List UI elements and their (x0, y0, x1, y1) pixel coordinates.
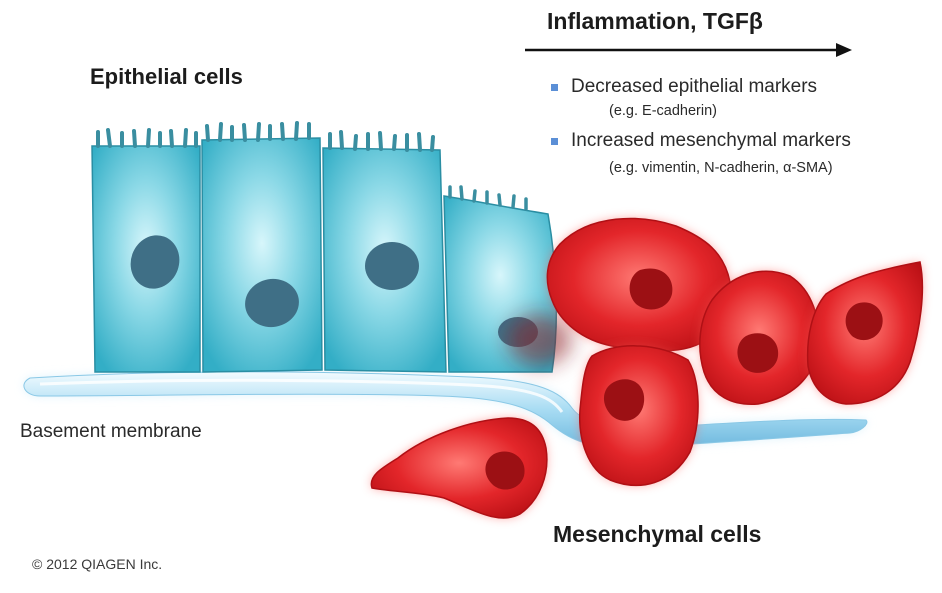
marker-example: (e.g. vimentin, N-cadherin, α-SMA) (609, 160, 833, 176)
marker-item-increased: Increased mesenchymal markers (551, 130, 851, 152)
marker-item-decreased: Decreased epithelial markers (551, 76, 817, 98)
basement-membrane-label: Basement membrane (20, 421, 202, 443)
epithelial-cell-3 (323, 132, 446, 372)
epithelial-cell-2 (202, 123, 322, 372)
mesenchymal-cells-heading: Mesenchymal cells (553, 521, 761, 548)
epithelial-cell-1 (92, 130, 200, 372)
marker-example: (e.g. E-cadherin) (609, 103, 717, 119)
mesenchymal-cell-4 (808, 262, 923, 404)
marker-text: Increased mesenchymal markers (571, 130, 851, 152)
mesenchymal-cell-2 (580, 346, 698, 485)
transition-arrow (525, 43, 852, 57)
epithelial-cells-heading: Epithelial cells (90, 64, 243, 90)
marker-text: Decreased epithelial markers (571, 76, 817, 98)
copyright-notice: © 2012 QIAGEN Inc. (32, 556, 162, 572)
mesenchymal-cell-5 (371, 418, 547, 518)
bullet-icon (551, 84, 558, 91)
arrow-label: Inflammation, TGFβ (547, 8, 763, 35)
bullet-icon (551, 138, 558, 145)
